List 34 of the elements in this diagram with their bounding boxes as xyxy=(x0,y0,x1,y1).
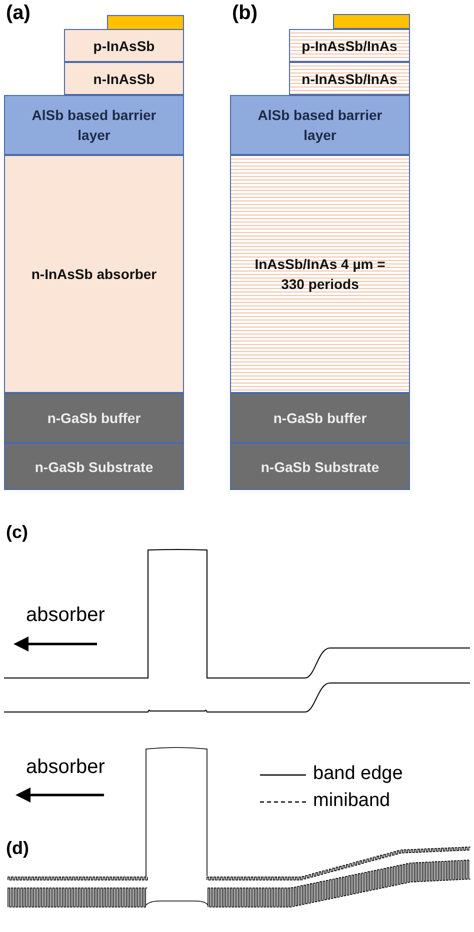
layer-box xyxy=(230,95,410,155)
layer-label: n-GaSb buffer xyxy=(47,409,141,428)
layer-label: p-InAsSb xyxy=(93,36,155,56)
contact-pad xyxy=(107,15,184,30)
layer-label: p-InAsSb/InAs xyxy=(302,36,398,56)
layer-label: AlSb based barrier layer xyxy=(30,106,158,145)
layer-label: n-GaSb Substrate xyxy=(260,458,380,476)
layer-label: n-InAsSb absorber xyxy=(31,265,157,284)
layer-box xyxy=(230,393,410,443)
layer-label: n-InAsSb xyxy=(93,70,155,88)
region-label: absorber xyxy=(26,604,105,627)
layer-box xyxy=(64,62,184,95)
layer-box xyxy=(289,62,410,95)
layer-box xyxy=(64,29,184,62)
layer-label: n-InAsSb/InAs xyxy=(302,70,398,88)
legend-label: miniband xyxy=(313,790,390,812)
panel-label: (b) xyxy=(232,2,258,25)
legend-label: band edge xyxy=(313,763,403,785)
contact-pad xyxy=(333,14,410,29)
layer-box xyxy=(230,443,410,490)
layer-box xyxy=(4,155,184,393)
region-label: absorber xyxy=(26,756,105,779)
layer-label: n-GaSb buffer xyxy=(273,409,367,428)
panel-label: (c) xyxy=(6,522,28,543)
layer-box xyxy=(4,443,184,490)
layer-label: InAsSb/InAs 4 µm = 330 periods xyxy=(254,255,386,294)
layer-box xyxy=(4,95,184,155)
panel-label: (d) xyxy=(6,838,29,859)
layer-label: AlSb based barrier layer xyxy=(256,106,384,145)
layer-box xyxy=(289,29,410,62)
layer-box xyxy=(4,393,184,443)
panel-label: (a) xyxy=(6,2,30,25)
layer-label: n-GaSb Substrate xyxy=(34,458,154,476)
layer-box xyxy=(230,155,410,393)
